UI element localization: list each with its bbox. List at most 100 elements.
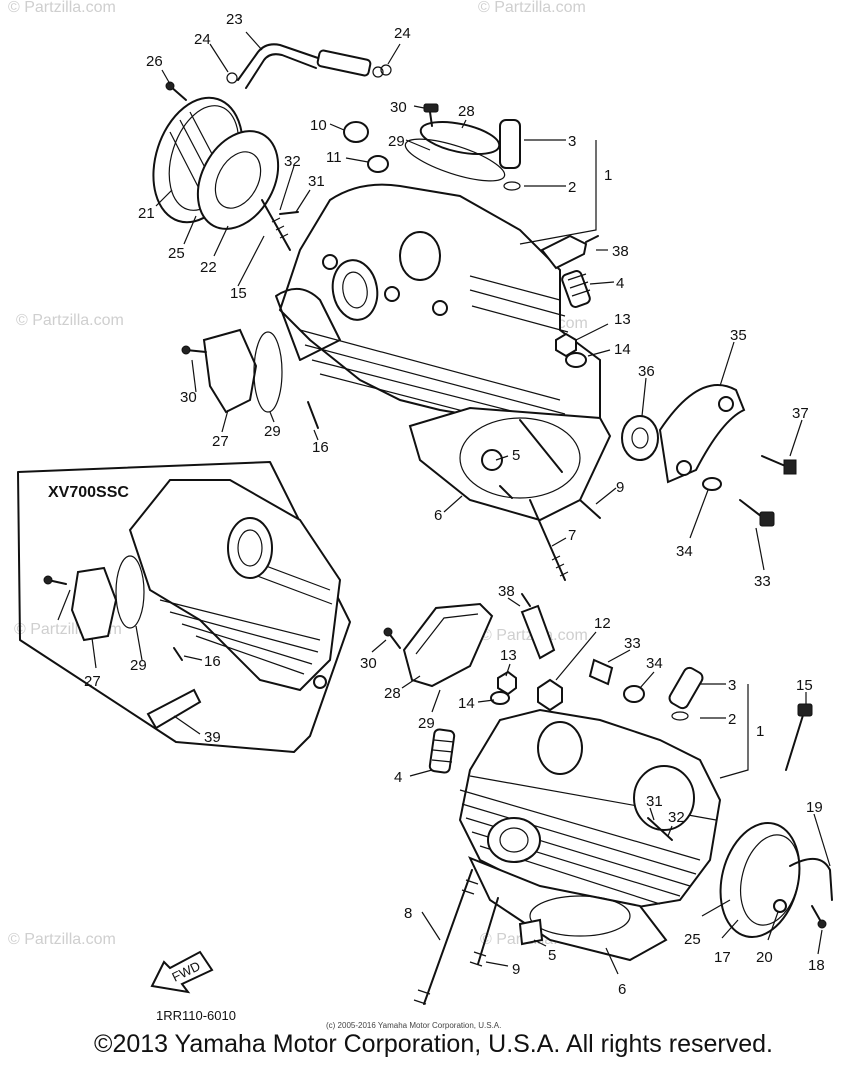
leader-line xyxy=(813,813,831,867)
callout-21: 21 xyxy=(138,205,155,222)
leader-line xyxy=(533,939,547,947)
cap-nut xyxy=(343,121,369,143)
leader-line xyxy=(721,919,739,939)
callout-30: 30 xyxy=(360,655,377,672)
small-bolt xyxy=(647,817,673,841)
callout-29: 29 xyxy=(264,423,281,440)
inset-title: XV700SSC xyxy=(48,484,129,501)
bolt xyxy=(811,905,821,921)
inset-port xyxy=(227,517,273,579)
nut xyxy=(555,332,577,358)
bolt-head xyxy=(181,345,191,355)
leader-line xyxy=(639,671,655,689)
callout-32: 32 xyxy=(668,809,685,826)
leader-line xyxy=(401,675,421,689)
bolt-head xyxy=(43,575,53,585)
cooling-fins xyxy=(299,275,571,437)
valve-guide xyxy=(668,666,704,710)
cam-bore xyxy=(633,765,695,831)
dowel xyxy=(481,449,503,471)
callout-1: 1 xyxy=(604,167,612,184)
tappet-cover xyxy=(202,328,258,414)
callout-8: 8 xyxy=(404,905,412,922)
callout-31: 31 xyxy=(646,793,663,810)
leader-line xyxy=(213,225,229,257)
callout-1: 1 xyxy=(756,723,764,740)
leader-line xyxy=(183,655,203,661)
exhaust-port xyxy=(399,231,441,281)
leader-line xyxy=(173,715,201,735)
long-stud xyxy=(423,869,473,1005)
spark-plug xyxy=(540,234,588,270)
cover-gasket-inner xyxy=(214,151,262,209)
intake-port xyxy=(487,817,541,863)
leader-line xyxy=(589,281,615,285)
leader-line xyxy=(295,189,311,213)
washer xyxy=(623,685,645,703)
callout-22: 22 xyxy=(200,259,217,276)
bolt-head xyxy=(165,81,175,91)
breather-pipe xyxy=(789,858,833,901)
watermark: © Partzilla.com xyxy=(8,0,116,16)
callout-2: 2 xyxy=(568,179,576,196)
xv700ssc-inset: XV700SSC xyxy=(17,461,351,753)
inset-port-inner xyxy=(237,529,263,567)
valve-cover xyxy=(402,602,494,688)
leader-line xyxy=(689,489,709,539)
valve-cover-gasket xyxy=(404,138,506,182)
callout-11: 11 xyxy=(326,149,342,166)
circlip xyxy=(671,711,689,721)
cover-gasket xyxy=(196,130,280,230)
leader-line xyxy=(431,689,441,713)
bolt-hole xyxy=(432,300,448,316)
intake-port-inner xyxy=(342,271,368,309)
watermark: © Partzilla.com xyxy=(16,312,124,329)
clip xyxy=(372,66,384,78)
leader-line xyxy=(183,215,197,245)
callout-6: 6 xyxy=(434,507,442,524)
leader-line xyxy=(387,43,401,65)
leader-line xyxy=(700,683,749,779)
stud xyxy=(477,897,499,965)
callout-23: 23 xyxy=(226,11,243,28)
leader-lines-upper xyxy=(155,31,803,571)
callout-24: 24 xyxy=(394,25,411,42)
nut xyxy=(497,670,517,696)
bolt-hole xyxy=(384,286,400,302)
collar-inner xyxy=(631,427,649,449)
valve-cover-edge xyxy=(415,613,479,655)
forward-arrow-icon xyxy=(150,950,214,994)
stud-bolt xyxy=(261,199,291,251)
leader-line xyxy=(409,769,433,777)
inset-cooling-fins xyxy=(159,559,333,675)
leader-line xyxy=(329,123,345,131)
callout-27: 27 xyxy=(212,433,229,450)
head-side-cover xyxy=(719,821,801,939)
head-bolt xyxy=(519,419,563,473)
leader-line xyxy=(495,455,509,461)
callout-28: 28 xyxy=(384,685,401,702)
callout-30: 30 xyxy=(390,99,407,116)
inset-o-ring xyxy=(115,555,145,629)
leader-line xyxy=(279,165,295,211)
circlip xyxy=(503,181,521,191)
clip xyxy=(380,64,392,76)
leader-line xyxy=(485,961,509,967)
plug-thread xyxy=(431,739,455,763)
callout-34: 34 xyxy=(646,655,663,672)
clip xyxy=(226,72,238,84)
small-bolt xyxy=(279,211,299,215)
intake-port xyxy=(331,259,379,321)
head-gasket xyxy=(467,856,668,962)
cover-bolt xyxy=(429,111,433,127)
leader-line xyxy=(719,341,735,387)
o-ring xyxy=(253,331,283,413)
leader-line xyxy=(237,235,265,287)
cover-bolt xyxy=(773,899,787,913)
diagram-code: 1RR110-6010 xyxy=(156,1008,236,1023)
callout-25: 25 xyxy=(684,931,701,948)
leader-lines-inset xyxy=(57,589,203,735)
callout-39: 39 xyxy=(204,729,221,746)
callout-34: 34 xyxy=(676,543,693,560)
callout-24: 24 xyxy=(194,31,211,48)
